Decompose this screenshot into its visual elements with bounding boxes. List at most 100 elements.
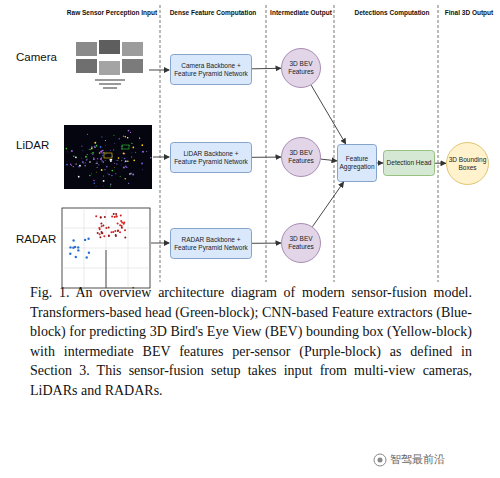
- lidar-point: [95, 185, 97, 187]
- watermark-icon: [374, 454, 386, 466]
- lidar-image-bg: [64, 125, 152, 189]
- backbone-box: RADAR Backbone + Feature Pyramid Network: [170, 228, 252, 259]
- lidar-point: [131, 156, 132, 157]
- circle-shape: [282, 138, 321, 177]
- radar-point: [117, 230, 119, 232]
- node-content: RADAR Backbone + Feature Pyramid Network: [170, 235, 252, 253]
- camera-thumb: [122, 42, 143, 56]
- lidar-point: [82, 150, 84, 152]
- camera-caption-line: [103, 87, 117, 89]
- output-circle: 3D Bounding Boxes: [446, 142, 489, 185]
- radar-point: [124, 229, 126, 231]
- box-shape: [171, 143, 252, 173]
- circle-shape: [447, 143, 489, 185]
- column-divider: [334, 5, 335, 282]
- box-shape: [171, 229, 252, 259]
- radar-image: [62, 208, 150, 288]
- radar-point: [69, 246, 71, 248]
- lidar-point: [141, 163, 143, 165]
- camera-image: [74, 40, 146, 92]
- lidar-point: [121, 160, 122, 161]
- radar-point: [104, 216, 106, 218]
- lidar-point: [110, 184, 111, 185]
- lidar-point: [120, 176, 121, 177]
- lidar-point: [110, 185, 111, 186]
- lidar-point: [66, 148, 68, 150]
- lidar-point: [102, 161, 104, 163]
- radar-point: [100, 216, 102, 218]
- radar-point: [101, 225, 103, 227]
- connector-arrow: [252, 157, 281, 158]
- radar-ego-axis: [106, 250, 107, 288]
- lidar-point: [132, 174, 134, 176]
- lidar-box: [122, 145, 129, 149]
- lidar-point: [115, 173, 116, 174]
- sensor-label: RADAR: [16, 233, 76, 245]
- lidar-point: [107, 172, 109, 174]
- lidar-point: [101, 136, 102, 137]
- lidar-point: [124, 136, 126, 138]
- node-text: Camera Backbone + Feature Pyramid Networ…: [172, 62, 250, 78]
- radar-point: [87, 238, 89, 240]
- lidar-point: [93, 180, 94, 181]
- lidar-point: [96, 145, 98, 147]
- column-divider: [266, 5, 267, 282]
- radar-grid-line: [106, 208, 107, 288]
- box-shape: [338, 145, 377, 182]
- lidar-point: [103, 185, 105, 187]
- lidar-point: [96, 162, 97, 163]
- lidar-point: [96, 171, 98, 173]
- box-shape: [171, 55, 252, 85]
- radar-point: [108, 227, 110, 229]
- radar-point: [114, 230, 116, 232]
- camera-thumb: [122, 59, 143, 73]
- node-text: Feature Aggregation: [339, 155, 375, 171]
- lidar-point: [128, 183, 129, 184]
- lidar-point: [90, 152, 92, 154]
- lidar-point: [117, 159, 119, 161]
- lidar-point: [78, 166, 80, 168]
- aggregation-box: Feature Aggregation: [337, 144, 377, 182]
- lidar-point: [118, 157, 120, 159]
- column-header: Final 3D Output: [440, 9, 498, 17]
- radar-point: [115, 234, 117, 236]
- lidar-point: [94, 182, 96, 184]
- node-content: Camera Backbone + Feature Pyramid Networ…: [170, 61, 252, 79]
- sensor-label: LiDAR: [16, 139, 76, 151]
- figure-caption: Fig. 1. An overview architecture diagram…: [30, 283, 472, 401]
- radar-point: [95, 215, 97, 217]
- camera-thumb: [99, 61, 120, 75]
- column-divider: [438, 5, 439, 282]
- bev-feature-circle: 3D BEV Features: [281, 223, 321, 263]
- lidar-point: [73, 155, 75, 157]
- radar-point: [77, 249, 79, 251]
- lidar-point: [146, 151, 147, 152]
- lidar-point: [135, 152, 136, 153]
- camera-thumb: [76, 42, 97, 56]
- lidar-point: [123, 152, 125, 154]
- sensor-label: Camera: [16, 51, 76, 63]
- lidar-point: [101, 169, 103, 171]
- column-header: Dense Feature Computation: [168, 9, 258, 17]
- lidar-point: [66, 164, 68, 166]
- lidar-point: [131, 152, 133, 154]
- radar-point: [113, 213, 115, 215]
- lidar-point: [88, 148, 90, 150]
- lidar-point: [89, 161, 90, 162]
- lidar-point: [102, 155, 103, 156]
- lidar-point: [96, 166, 98, 168]
- node-text: LiDAR Backbone + Feature Pyramid Network: [172, 150, 250, 166]
- lidar-point: [131, 143, 132, 144]
- radar-point: [72, 239, 74, 241]
- lidar-point: [100, 151, 102, 153]
- radar-point: [120, 220, 122, 222]
- lidar-point: [75, 156, 77, 158]
- radar-point: [119, 231, 121, 233]
- box-shape: [384, 151, 435, 176]
- radar-point: [116, 215, 118, 217]
- lidar-point: [139, 137, 140, 138]
- camera-image-bg: [74, 40, 146, 92]
- bev-feature-circle: 3D BEV Features: [281, 48, 321, 88]
- lidar-point: [96, 163, 97, 164]
- lidar-point: [98, 164, 99, 165]
